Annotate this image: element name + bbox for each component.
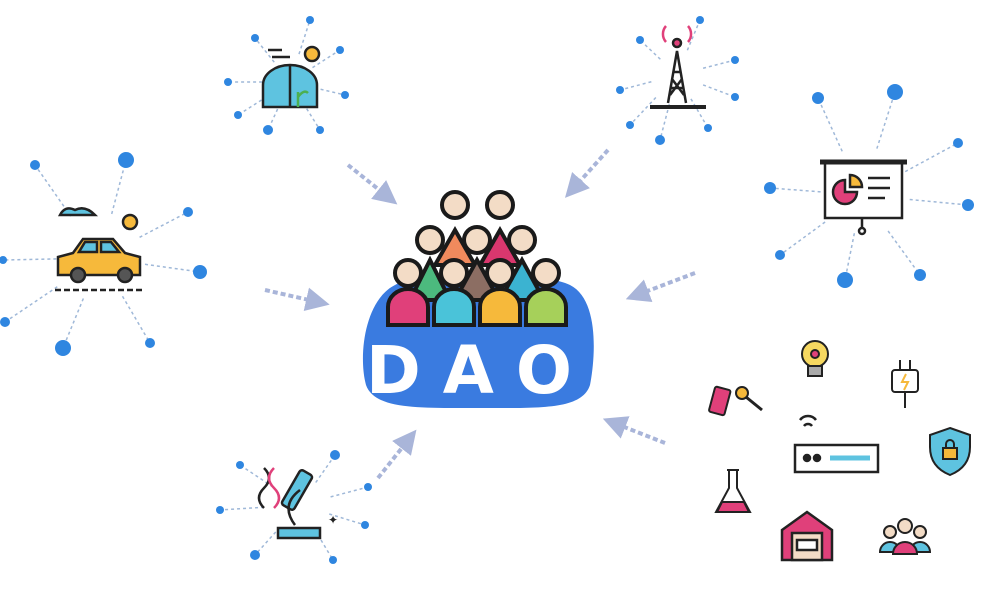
spoke-line — [4, 286, 58, 323]
network-node-dot — [118, 152, 134, 168]
spoke-line — [639, 39, 661, 60]
spoke-line — [909, 198, 969, 206]
arrows — [264, 148, 696, 480]
spoke-line — [779, 221, 826, 256]
spoke-line — [2, 258, 57, 261]
network-node-dot — [316, 126, 324, 134]
network-node-dot — [364, 483, 372, 491]
network-node-dot — [775, 250, 785, 260]
network-node-dot — [953, 138, 963, 148]
network-node-dot — [887, 84, 903, 100]
spoke-line — [702, 84, 736, 98]
arrow-icon — [376, 429, 417, 480]
network-node-dot — [837, 272, 853, 288]
spoke-line — [659, 104, 671, 141]
spoke-line — [619, 81, 652, 91]
network-node-dot — [216, 506, 224, 514]
spoke-line — [219, 506, 265, 511]
network-node-dot — [636, 36, 644, 44]
spoke-line — [702, 59, 736, 69]
team-people-icon — [878, 518, 932, 555]
network-node-dot — [812, 92, 824, 104]
arrow-icon — [564, 148, 610, 198]
arrow-icon — [346, 163, 398, 205]
spoke-line — [629, 96, 657, 126]
greenhouse-icon — [261, 45, 321, 109]
spoke-line — [876, 91, 896, 149]
spoke-line — [314, 87, 346, 96]
arrow-icon — [625, 271, 696, 302]
spoke-line — [329, 513, 366, 526]
arrow-icon — [602, 416, 666, 445]
router-icon — [793, 414, 880, 474]
light-bulb-icon — [801, 340, 829, 377]
spoke-line — [690, 98, 709, 129]
network-node-dot — [696, 16, 704, 24]
network-node-dot — [704, 124, 712, 132]
network-node-dot — [731, 93, 739, 101]
network-node-dot — [0, 317, 10, 327]
network-node-dot — [361, 521, 369, 529]
network-node-dot — [330, 450, 340, 460]
network-node-dot — [914, 269, 926, 281]
chemistry-flask-icon — [714, 469, 752, 513]
arrow-icon — [264, 287, 330, 312]
spoke-line — [844, 233, 856, 281]
network-node-dot — [655, 135, 665, 145]
presentation-board-icon — [820, 159, 907, 236]
network-node-dot — [193, 265, 207, 279]
network-node-dot — [55, 340, 71, 356]
network-node-dot — [626, 121, 634, 129]
spoke-line — [62, 298, 85, 349]
network-node-dot — [250, 550, 260, 560]
network-node-dot — [224, 78, 232, 86]
network-node-dot — [145, 338, 155, 348]
network-node-dot — [234, 111, 242, 119]
spoke-line — [254, 37, 275, 63]
svg-text:✦: ✦ — [328, 513, 338, 527]
spoke-line — [144, 263, 201, 273]
network-node-dot — [329, 556, 337, 564]
network-node-dot — [764, 182, 776, 194]
spoke-line — [330, 486, 369, 498]
microscope-icon: ✦ — [257, 467, 338, 540]
spoke-line — [110, 159, 127, 215]
spoke-line — [34, 164, 72, 217]
network-node-dot — [251, 34, 259, 42]
security-shield-icon — [929, 426, 971, 477]
radio-tower-icon — [650, 25, 706, 109]
network-node-dot — [341, 91, 349, 99]
spoke-line — [139, 211, 189, 238]
network-node-dot — [962, 199, 974, 211]
network-node-dot — [616, 86, 624, 94]
key-tag-icon — [708, 385, 763, 417]
network-node-dot — [306, 16, 314, 24]
dao-label: DAO — [366, 332, 594, 409]
spoke-line — [887, 230, 921, 276]
spoke-line — [686, 19, 701, 51]
network-node-dot — [183, 207, 193, 217]
smart-garage-icon — [780, 510, 834, 562]
spoke-line — [302, 103, 321, 131]
spoke-line — [904, 142, 959, 173]
network-node-dot — [731, 56, 739, 64]
dao-logo: DAO — [362, 190, 594, 409]
spoke-line — [769, 187, 821, 193]
network-spokes — [0, 16, 974, 564]
network-node-dot — [236, 461, 244, 469]
spoke-line — [121, 295, 151, 344]
people-group-icon — [386, 190, 568, 327]
network-node-dot — [30, 160, 40, 170]
network-node-dot — [0, 256, 7, 264]
spoke-line — [315, 454, 336, 483]
spoke-line — [817, 97, 843, 152]
network-node-dot — [263, 125, 273, 135]
power-plug-icon — [891, 360, 919, 408]
spoke-line — [254, 526, 281, 556]
network-node-dot — [336, 46, 344, 54]
car-icon — [55, 207, 145, 292]
